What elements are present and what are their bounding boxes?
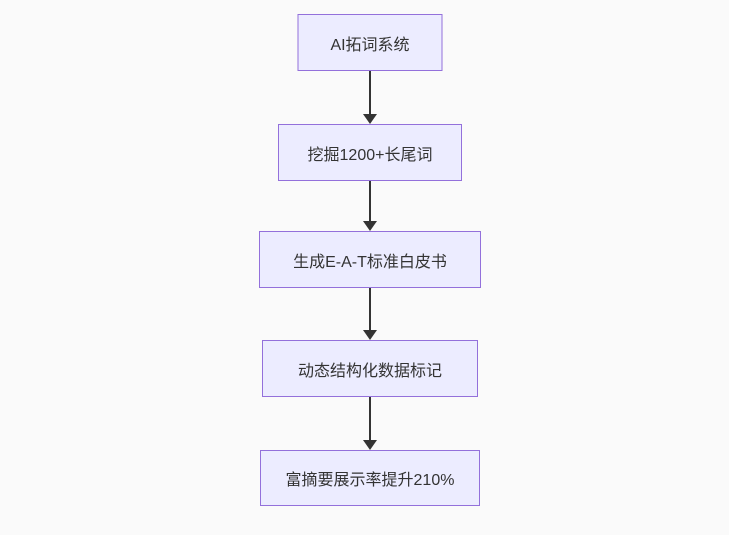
flow-arrow-3 bbox=[363, 288, 377, 340]
arrow-down-icon bbox=[363, 440, 377, 450]
flowchart-node-rich-snippet-result: 富摘要展示率提升210% bbox=[260, 450, 480, 506]
arrow-line bbox=[369, 288, 371, 330]
node-label: AI拓词系统 bbox=[330, 36, 410, 54]
flow-arrow-1 bbox=[363, 71, 377, 124]
arrow-line bbox=[369, 397, 371, 440]
node-label: 挖掘1200+长尾词 bbox=[307, 146, 433, 164]
node-label: 动态结构化数据标记 bbox=[297, 362, 442, 380]
arrow-down-icon bbox=[363, 114, 377, 124]
arrow-down-icon bbox=[363, 330, 377, 340]
arrow-line bbox=[369, 181, 371, 221]
flowchart-node-longtail-mining: 挖掘1200+长尾词 bbox=[278, 124, 462, 181]
flowchart-node-ai-keyword-system: AI拓词系统 bbox=[297, 14, 443, 71]
arrow-line bbox=[369, 71, 371, 114]
node-label: 富摘要展示率提升210% bbox=[285, 472, 455, 489]
node-label: 生成E-A-T标准白皮书 bbox=[293, 253, 447, 271]
flow-arrow-4 bbox=[363, 397, 377, 450]
flowchart-node-structured-data-markup: 动态结构化数据标记 bbox=[262, 340, 478, 397]
flowchart-node-eat-whitepaper: 生成E-A-T标准白皮书 bbox=[259, 231, 481, 288]
arrow-down-icon bbox=[363, 221, 377, 231]
flow-arrow-2 bbox=[363, 181, 377, 231]
